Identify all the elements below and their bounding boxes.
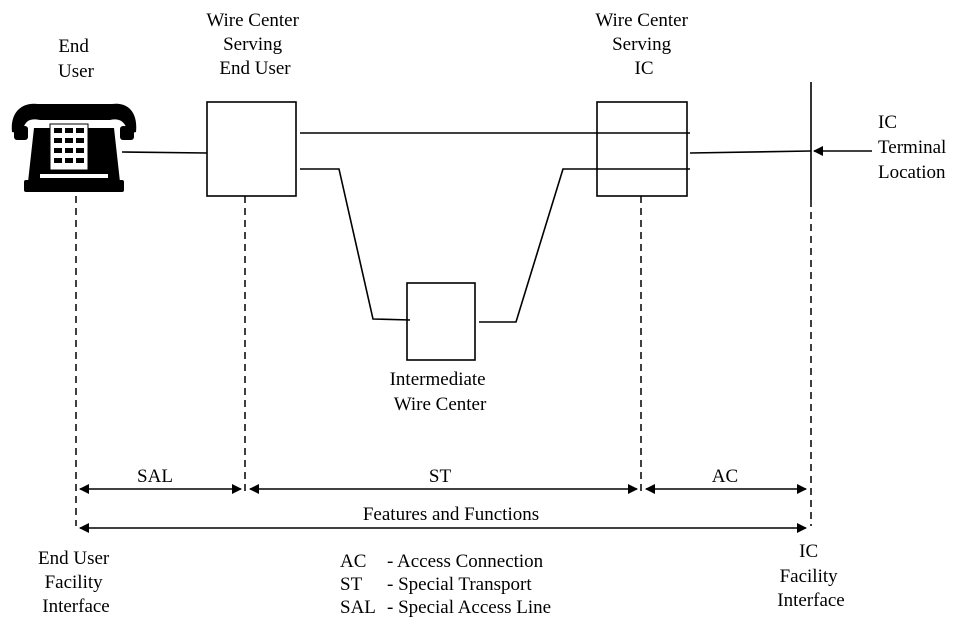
legend: AC - Access Connection ST - Special Tran… [340,551,551,618]
intermediate-to-ic-wc-line [479,168,690,323]
wc-to-intermediate-line [300,168,411,321]
st-label: ST [429,466,452,487]
phone-to-wc-line [121,151,208,154]
wire-center-ic-label: Wire Center Serving IC [595,10,692,79]
ac-label: AC [712,466,738,487]
legend-abbr-ac: AC [340,551,366,572]
wire-center-ic-box [596,101,688,197]
legend-abbr-sal: SAL [340,597,376,618]
legend-desc-st: - Special Transport [387,574,532,595]
legend-abbr-st: ST [340,574,363,595]
features-label: Features and Functions [363,504,539,525]
end-user-label: End User [58,36,95,82]
wire-center-end-user-box [206,101,297,197]
end-user-facility-interface-label: End User Facility Interface [38,548,114,617]
intermediate-wire-center-box [406,282,476,361]
ic-wc-to-terminal-line [689,150,812,154]
telephone-icon [11,103,137,192]
legend-desc-ac: - Access Connection [387,551,544,572]
ic-facility-interface-label: IC Facility Interface [777,541,845,611]
intermediate-wire-center-label: Intermediate Wire Center [390,369,491,415]
legend-desc-sal: - Special Access Line [387,597,551,618]
ic-terminal-location-label: IC Terminal Location [878,112,951,183]
wire-center-end-user-label: Wire Center Serving End User [206,10,303,79]
sal-label: SAL [137,466,173,487]
